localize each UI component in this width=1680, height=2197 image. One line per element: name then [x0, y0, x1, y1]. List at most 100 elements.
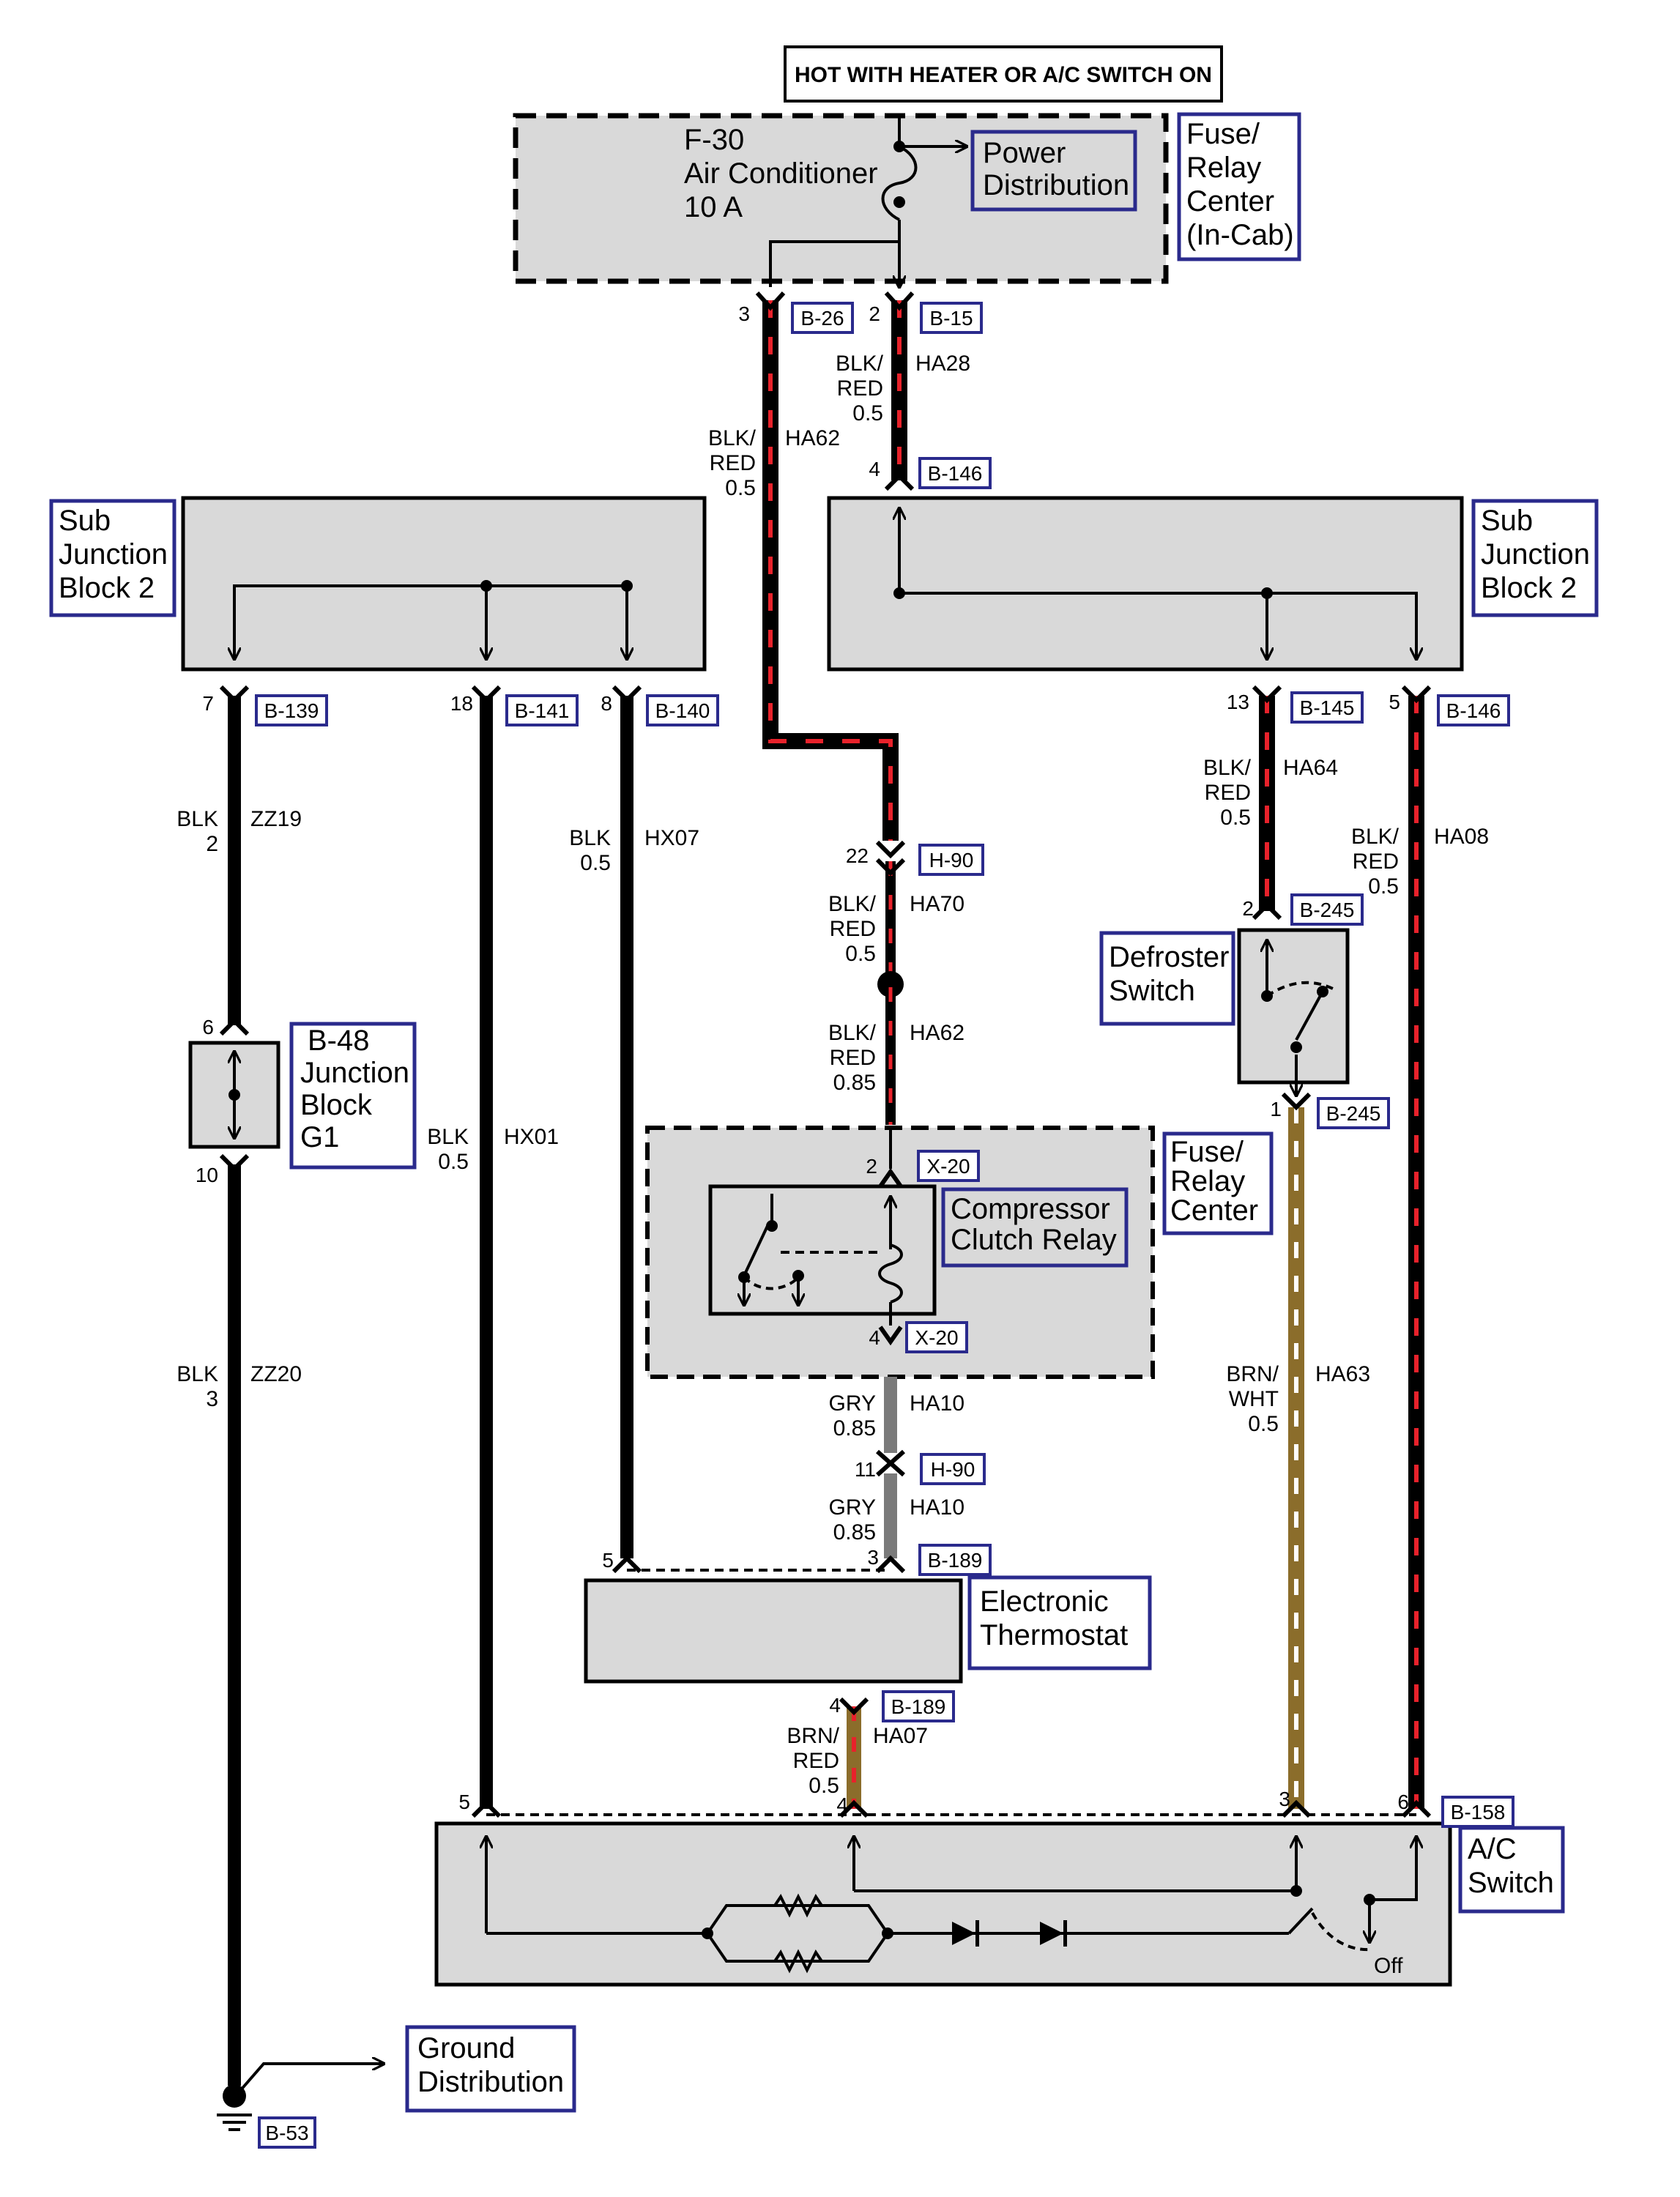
ac-line: Switch [1468, 1867, 1554, 1899]
sjl-line: Junction [59, 538, 168, 570]
wire-color: 0.5 [809, 1774, 839, 1798]
pin: 3 [738, 302, 750, 325]
wire-circuit: HA62 [910, 1021, 964, 1045]
ground-distribution-label: Ground Distribution [405, 2025, 576, 2113]
wire-color: 0.5 [1220, 806, 1251, 830]
ground-dot [223, 2084, 246, 2108]
fuse-relay-top-line: Relay [1186, 152, 1261, 184]
defrost-dot-3 [1290, 1041, 1302, 1053]
sub-junction-left-circuit [234, 584, 627, 659]
ac-switch-body [434, 1821, 1452, 1987]
connector-h90-bottom: H-90 [931, 1458, 975, 1481]
sub-junction-right-label: Sub Junction Block 2 [1471, 499, 1599, 617]
g1-line: Junction [300, 1057, 409, 1089]
wire-color: 0.85 [833, 1416, 876, 1440]
cr-line: Compressor [951, 1193, 1110, 1225]
fuse-relay-top-line: Fuse/ [1186, 118, 1260, 150]
g1-line: B-48 [308, 1025, 370, 1057]
wire-circuit: HA70 [910, 892, 964, 916]
sjr-line: Block 2 [1481, 572, 1577, 604]
ac-dot-3 [1290, 1885, 1302, 1897]
gd-line: Distribution [417, 2066, 564, 2098]
wire-color: 3 [206, 1387, 218, 1411]
ac-dot-1 [702, 1928, 713, 1939]
wire-circuit: HA07 [873, 1724, 928, 1748]
wire-circuit: ZZ20 [250, 1362, 302, 1386]
wire-color: BLK/ [828, 1021, 877, 1045]
g1-line: G1 [300, 1121, 339, 1153]
ground-symbol [217, 2064, 384, 2131]
connector-labels: B-26 B-15 B-146 B-139 B-141 B-140 B-145 … [255, 302, 1514, 2149]
sjr-line: Sub [1481, 505, 1533, 537]
pin: 4 [869, 458, 880, 480]
ac-line: A/C [1468, 1833, 1517, 1865]
pin: 4 [829, 1694, 841, 1717]
fuse-dot-bottom [893, 196, 905, 208]
connector-b189-bottom: B-189 [891, 1695, 946, 1718]
defrost-line: Defroster [1109, 941, 1230, 973]
wire-labels: BLK/ RED 0.5 HA62 BLK/ RED 0.5 HA28 BLK … [176, 352, 1489, 1798]
connector-b26: B-26 [800, 307, 844, 330]
pin: 18 [450, 692, 473, 715]
wire-color: BLK [569, 826, 611, 850]
wire-color: BLK [427, 1125, 469, 1149]
connector-b140: B-140 [655, 699, 710, 722]
wire-circuit: HA28 [915, 352, 970, 376]
sjr-dot-2 [1261, 587, 1273, 599]
wire-color: RED [710, 451, 756, 475]
ac-switch-label: A/C Switch [1458, 1826, 1565, 1914]
connector-b145: B-145 [1300, 696, 1355, 719]
pin: 7 [202, 692, 214, 715]
frm-line: Fuse/ [1170, 1136, 1244, 1168]
wire-color: 0.5 [725, 476, 756, 500]
fuse-symbol [769, 117, 967, 287]
pin: 4 [869, 1326, 880, 1349]
wire-color: 0.5 [580, 851, 611, 875]
wire-color: 0.85 [833, 1071, 876, 1095]
pin: 5 [458, 1791, 470, 1813]
connector-forks [219, 291, 1432, 1818]
header-box: HOT WITH HEATER OR A/C SWITCH ON [784, 45, 1223, 103]
connector-b141: B-141 [515, 699, 570, 722]
sjr-line: Junction [1481, 538, 1590, 570]
wire-circuit: HA10 [910, 1495, 964, 1520]
ac-switch-off-label: Off [1374, 1954, 1403, 1978]
compressor-clutch-relay-body [708, 1184, 937, 1316]
wire-circuit: HA62 [785, 426, 840, 450]
sub-junction-right-circuit [899, 508, 1416, 659]
defrost-dot-1 [1261, 990, 1273, 1002]
header-title: HOT WITH HEATER OR A/C SWITCH ON [795, 63, 1212, 87]
fuse-name: Air Conditioner [684, 157, 878, 190]
defroster-switch-label: Defroster Switch [1099, 931, 1235, 1026]
wire-color: 2 [206, 832, 218, 856]
wire-color: BLK/ [836, 352, 884, 376]
relay-circuit [744, 1128, 903, 1326]
fuse-relay-top-line: (In-Cab) [1186, 219, 1294, 251]
wire-color: BLK/ [708, 426, 757, 450]
connector-b146-right: B-146 [1446, 699, 1501, 722]
frm-line: Center [1170, 1194, 1258, 1227]
wire-circuit: HA63 [1315, 1362, 1370, 1386]
pin: 5 [1389, 691, 1400, 713]
sjl-line: Sub [59, 505, 111, 537]
wire-color: 0.5 [852, 401, 883, 425]
splice-dot [877, 971, 904, 997]
wire-color: 0.5 [438, 1150, 469, 1174]
connector-b53: B-53 [265, 2122, 308, 2144]
wire-ha62-upper [762, 300, 899, 841]
wire-color: BRN/ [787, 1724, 839, 1748]
wire-color: RED [830, 1046, 876, 1070]
pin: 10 [196, 1164, 218, 1186]
sjl-dot-1 [480, 580, 492, 592]
wire-color: GRY [829, 1391, 876, 1416]
ac-dot-2 [882, 1928, 893, 1939]
defrost-line: Switch [1109, 975, 1195, 1007]
wire-color: RED [1353, 850, 1399, 874]
sub-junction-block-right [827, 496, 1464, 672]
connector-b139: B-139 [264, 699, 319, 722]
power-distribution-label: Power Distribution [970, 130, 1137, 212]
wire-color: BLK/ [1351, 825, 1400, 849]
electronic-thermostat-label: Electronic Thermostat [967, 1575, 1152, 1670]
connector-b189-top: B-189 [928, 1549, 983, 1572]
